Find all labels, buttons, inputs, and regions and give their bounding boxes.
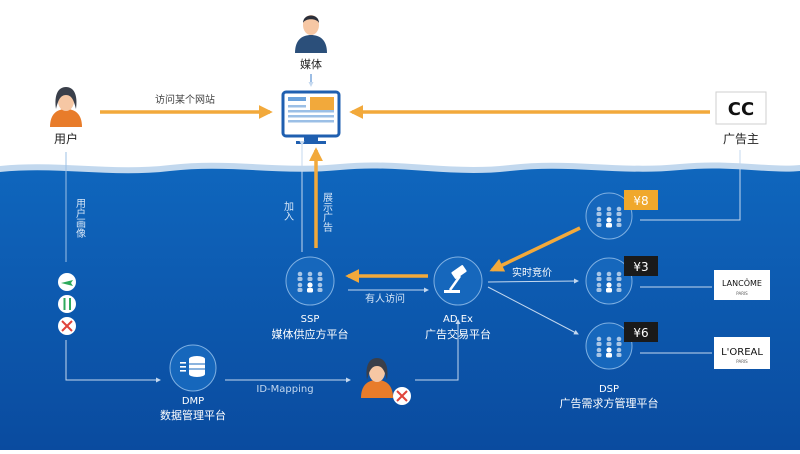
lancome-sub: PARIS xyxy=(736,291,748,296)
ocean-background xyxy=(0,168,800,450)
rtb-label: 实时竞价 xyxy=(512,266,552,279)
adex-name: 广告交易平台 xyxy=(425,327,491,341)
visit-site-label: 访问某个网站 xyxy=(155,93,215,106)
bid-price-1: ¥8 xyxy=(633,194,648,208)
loreal-logo: L'OREAL PARIS xyxy=(714,337,770,369)
restaurant-icon xyxy=(58,317,76,335)
ssp-crowd-icon xyxy=(285,256,335,306)
mapped-interest-icon xyxy=(393,387,411,405)
user-profile-label: 用户画像 xyxy=(74,198,86,238)
user-label: 用户 xyxy=(54,131,78,146)
advertiser-label: 广告主 xyxy=(723,132,759,146)
bid-badge-2: ¥3 xyxy=(624,256,658,276)
bid-badge-3: ¥6 xyxy=(624,322,658,342)
advertiser-to-dsp-line xyxy=(640,150,741,221)
travel-icon xyxy=(58,273,76,291)
advertiser-logo: CC xyxy=(715,91,767,125)
dsp-abbr: DSP xyxy=(599,384,619,395)
loreal-text: L'OREAL xyxy=(721,347,763,358)
dsp-win-arrow xyxy=(489,226,581,272)
mapped-user-icon xyxy=(361,358,393,398)
rtb-line-2 xyxy=(487,278,579,284)
lancome-text: LANCÔME xyxy=(722,277,762,288)
website-monitor-icon xyxy=(281,90,341,144)
bid-price-2: ¥3 xyxy=(633,260,648,274)
rtb-line-3 xyxy=(487,286,579,335)
visitor-label: 有人访问 xyxy=(365,292,405,305)
media-label: 媒体 xyxy=(300,57,322,71)
join-label: 加入 xyxy=(282,201,294,221)
dmp-name: 数据管理平台 xyxy=(160,408,226,422)
bid-badge-1: ¥8 xyxy=(624,190,658,210)
adex-abbr: AD Ex xyxy=(443,314,473,325)
mapping-to-adex-line xyxy=(415,319,461,381)
bid-price-3: ¥6 xyxy=(633,326,648,340)
loreal-sub: PARIS xyxy=(736,359,748,364)
adex-gavel-icon xyxy=(433,256,483,306)
dsp-crowd-3 xyxy=(585,322,633,370)
dmp-database-icon xyxy=(169,344,217,392)
dsp-crowd-2 xyxy=(585,257,633,305)
dmp-abbr: DMP xyxy=(182,396,204,407)
user-person-icon xyxy=(50,87,82,127)
user-to-dmp-line xyxy=(65,340,161,383)
ssp-abbr: SSP xyxy=(301,314,320,325)
id-mapping-label: ID-Mapping xyxy=(256,384,313,395)
dsp-name: 广告需求方管理平台 xyxy=(560,396,659,410)
show-ad-label: 展示广告 xyxy=(321,192,333,233)
ssp-name: 媒体供应方平台 xyxy=(272,327,349,341)
lancome-logo: LANCÔME PARIS xyxy=(714,270,770,300)
advertiser-logo-text: CC xyxy=(728,99,754,120)
dining-icon xyxy=(58,295,76,313)
dsp-crowd-1 xyxy=(585,192,633,240)
